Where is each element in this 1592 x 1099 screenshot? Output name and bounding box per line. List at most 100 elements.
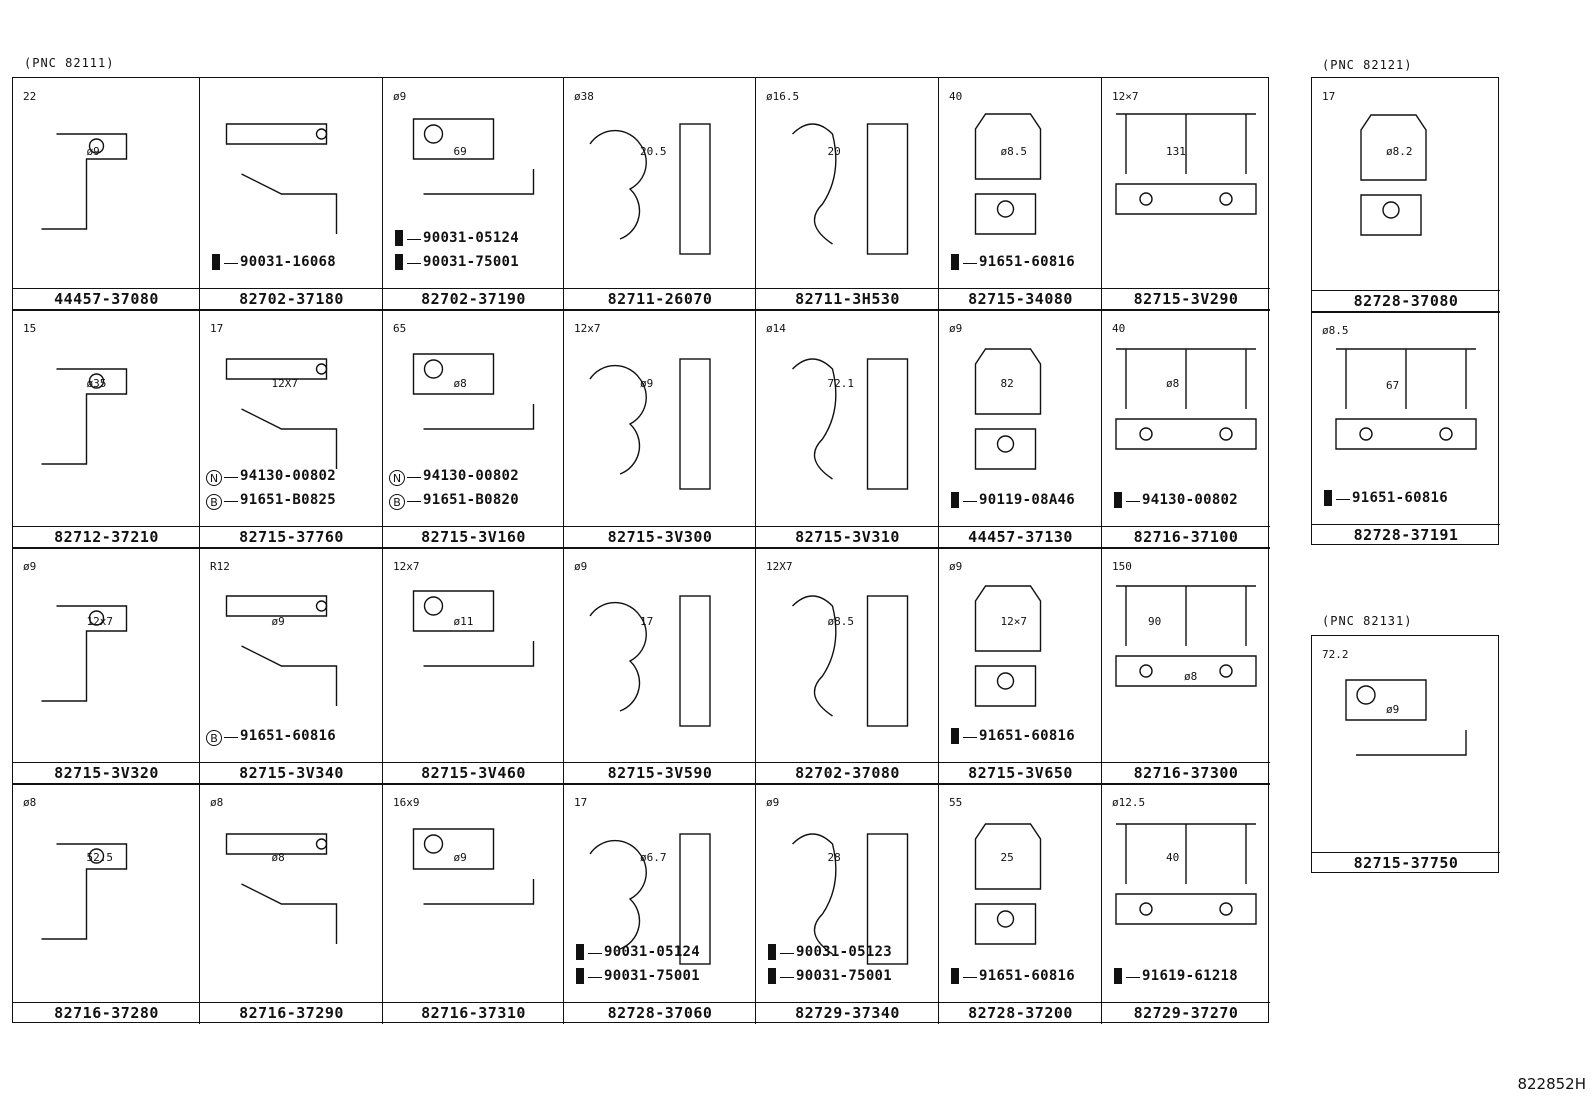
sub-part-number: 91651-60816	[240, 728, 337, 744]
dimension-label: 20.5	[640, 145, 667, 158]
pn-band-divider	[383, 288, 564, 289]
part-number: 82715-37750	[1353, 854, 1459, 872]
part-illustration	[589, 595, 711, 727]
fastener-icon	[212, 254, 220, 270]
pn-band-divider	[939, 762, 1102, 763]
grid-column-divider	[382, 310, 384, 548]
part-illustration	[41, 605, 128, 702]
dimension-label: 12X7	[766, 560, 793, 573]
leader-line	[407, 263, 421, 264]
sub-part-number: 94130-00802	[423, 468, 520, 484]
pnc-label-side-a: (PNC 82121)	[1322, 58, 1413, 72]
leader-line	[1126, 977, 1140, 978]
part-number: 82728-37060	[607, 1004, 713, 1022]
part-illustration	[1115, 348, 1257, 450]
grid-column-divider	[938, 784, 940, 1024]
pn-band-divider	[200, 526, 383, 527]
grid-row-divider	[1312, 311, 1500, 313]
part-number: 82729-37270	[1133, 1004, 1239, 1022]
part-illustration	[225, 595, 338, 706]
fastener-icon	[1324, 490, 1332, 506]
part-number: 82715-3V310	[795, 528, 900, 546]
pn-band-divider	[564, 762, 756, 763]
pnc-label-side-b: (PNC 82131)	[1322, 614, 1413, 628]
leader-line	[588, 977, 602, 978]
dimension-label: 12x7	[574, 322, 601, 335]
grid-row-divider	[13, 309, 1270, 311]
grid-column-divider	[563, 548, 565, 784]
part-number: 82715-3V320	[54, 764, 159, 782]
sub-part-number: 90031-16068	[240, 254, 337, 270]
dimension-label: 82	[1000, 377, 1014, 390]
leader-line	[780, 977, 794, 978]
part-illustration	[792, 833, 909, 965]
sub-part-number: 94130-00802	[1142, 492, 1239, 508]
part-illustration	[41, 368, 128, 465]
sub-part-number: 90031-05124	[423, 230, 520, 246]
dimension-label: 12x7	[86, 615, 114, 628]
pn-band-divider	[939, 526, 1102, 527]
part-illustration	[412, 353, 535, 430]
part-illustration	[589, 123, 711, 255]
grid-column-divider	[938, 548, 940, 784]
fastener-icon	[951, 254, 959, 270]
grid-column-divider	[382, 548, 384, 784]
sub-part-number: 90119-08A46	[979, 492, 1076, 508]
part-illustration	[974, 585, 1042, 707]
leader-line	[963, 737, 977, 738]
leader-line	[224, 501, 238, 502]
part-number: 82729-37340	[795, 1004, 900, 1022]
part-illustration	[41, 843, 128, 940]
dimension-label: 40	[1112, 322, 1126, 335]
dimension-label: 15	[23, 322, 37, 335]
part-number: 82716-37280	[54, 1004, 159, 1022]
grid-column-divider	[755, 78, 757, 310]
dimension-label: ø8.5	[1000, 145, 1028, 158]
grid-column-divider	[1101, 310, 1103, 548]
dimension-label: ø9	[393, 90, 407, 103]
grid-column-divider	[563, 78, 565, 310]
dimension-label: 67	[1386, 379, 1400, 392]
fastener-icon	[1114, 968, 1122, 984]
part-illustration	[412, 118, 535, 195]
grid-row-divider	[13, 547, 1270, 549]
dimension-label: 12X7	[271, 377, 299, 390]
fastener-icon	[576, 968, 584, 984]
pn-band-divider	[13, 762, 200, 763]
part-number: 82711-3H530	[795, 290, 900, 308]
dimension-label: ø9	[453, 851, 467, 864]
part-illustration	[792, 595, 909, 727]
part-illustration	[1360, 114, 1427, 236]
dimension-label: 12x7	[393, 560, 420, 573]
dimension-label: ø35	[86, 377, 107, 390]
part-number: 44457-37130	[968, 528, 1073, 546]
dimension-label: ø8	[1184, 670, 1198, 683]
leader-line	[407, 239, 421, 240]
part-illustration	[412, 590, 535, 667]
dimension-label: ø8	[210, 796, 224, 809]
part-illustration	[1115, 113, 1257, 215]
part-illustration	[1115, 823, 1257, 925]
dimension-label: 131	[1166, 145, 1186, 158]
dimension-label: 28	[827, 851, 841, 864]
pn-band-divider	[13, 526, 200, 527]
callout-mark: N	[389, 470, 405, 486]
fastener-icon	[395, 230, 403, 246]
dimension-label: ø8.5	[1322, 324, 1349, 337]
grid-column-divider	[199, 78, 201, 310]
dimension-label: 65	[393, 322, 407, 335]
fastener-icon	[576, 944, 584, 960]
